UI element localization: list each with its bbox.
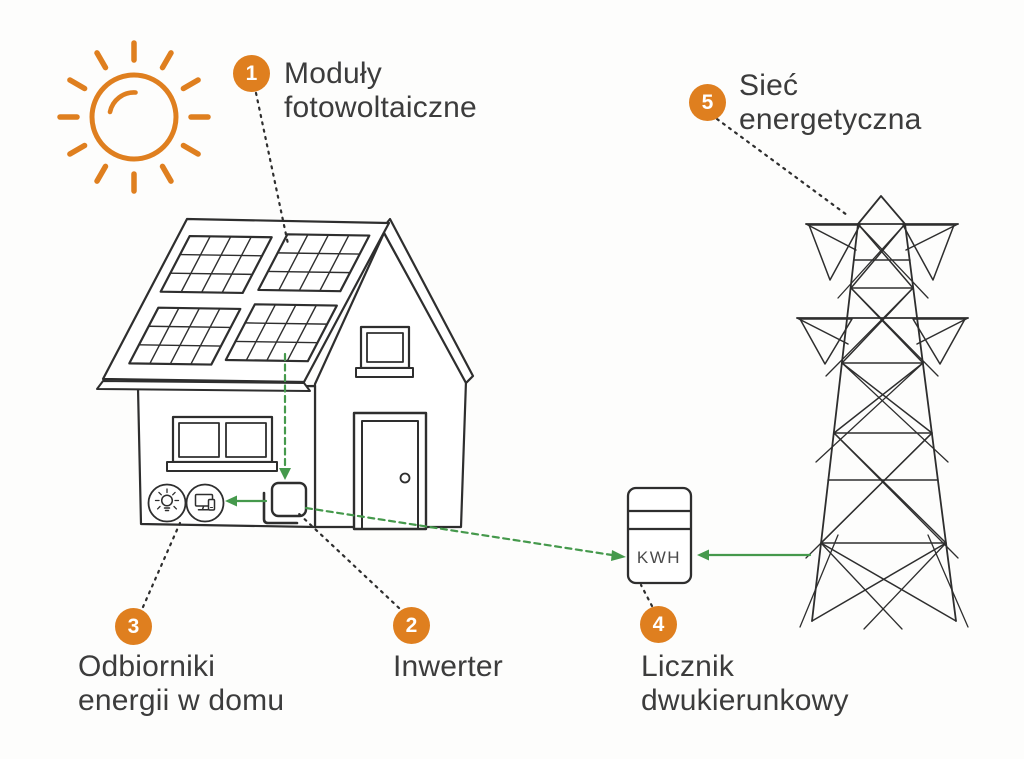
pointer-line-2: [295, 510, 401, 610]
callout-4-label: Licznik dwukierunkowy: [641, 650, 849, 718]
callout-5-number-badge: 5: [689, 84, 726, 121]
lightbulb-icon: [154, 488, 180, 512]
callout-3-number-badge: 3: [115, 608, 152, 645]
door: [352, 411, 428, 531]
callout-1-label-line1: Moduły: [284, 57, 382, 90]
callout-4-number-badge: 4: [640, 606, 677, 643]
front-window: [166, 415, 278, 472]
callout-5-label-line2: energetyczna: [739, 102, 922, 136]
energy-flow-arrows: [225, 352, 812, 561]
tv-icon: [194, 493, 216, 511]
solar-panel-icon: [123, 233, 373, 366]
house-icon: [97, 219, 473, 529]
callout-5-label-line1: Sieć: [739, 69, 799, 102]
callout-3-label-line2: energii w domu: [78, 683, 285, 717]
callout-1-label: Moduły fotowoltaiczne: [284, 57, 477, 125]
pointer-line-3: [141, 521, 182, 609]
callout-2-number-badge: 2: [393, 607, 430, 644]
inverter-box-icon: [262, 481, 308, 525]
callout-pointer-lines: [141, 91, 849, 610]
pointer-line-5: [715, 117, 849, 217]
arrow-inverter-to-meter: [304, 506, 614, 557]
callout-3-label-line1: Odbiorniki: [78, 650, 216, 683]
power-pylon-icon: [796, 195, 969, 630]
sun-icon: [57, 40, 211, 194]
home-appliances: [147, 483, 225, 523]
callout-2-label: Inwerter: [393, 650, 503, 684]
callout-1-number-badge: 1: [233, 55, 270, 92]
callout-4-label-line2: dwukierunkowy: [641, 683, 849, 717]
meter-display-label: KWH: [637, 548, 681, 567]
callout-5-label: Sieć energetyczna: [739, 69, 922, 137]
pointer-line-1: [254, 91, 290, 246]
pointer-line-4: [639, 583, 654, 608]
callout-1-label-line2: fotowoltaiczne: [284, 90, 477, 124]
door-knob: [399, 472, 411, 484]
attic-window: [355, 325, 414, 378]
kwh-meter-icon: KWH: [626, 486, 693, 585]
callout-4-label-line1: Licznik: [641, 650, 735, 683]
callout-3-label: Odbiorniki energii w domu: [78, 650, 284, 718]
callout-2-label-line1: Inwerter: [393, 650, 503, 683]
roof-fascia: [96, 380, 311, 392]
